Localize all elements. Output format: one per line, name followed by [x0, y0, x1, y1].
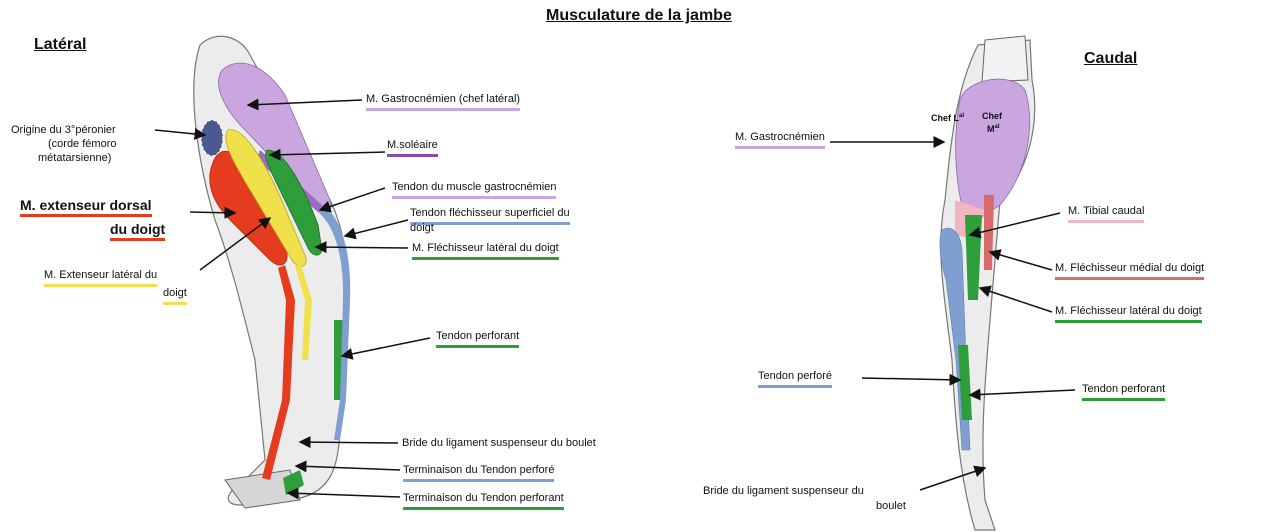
- lateral-leg: [193, 35, 351, 509]
- femur-stump: [981, 35, 1029, 83]
- label-tibial-caudal: M. Tibial caudal: [1068, 205, 1145, 223]
- caudal-pointer-lines: [830, 136, 1076, 491]
- label-check-ligament-lateral: Bride du ligament suspenseur du boulet: [402, 437, 596, 449]
- label-medial-head: Chef: [982, 111, 1002, 121]
- lateral-pointer-lines: [154, 98, 431, 500]
- label-origin-peroneus-line2: (corde fémoro: [48, 138, 117, 150]
- label-extensor-dorsal-line1: M. extenseur dorsal: [20, 198, 152, 217]
- label-medial-head-line2: Mal: [987, 124, 1000, 134]
- label-superficial-flexor-caudal: Tendon perforé: [758, 370, 832, 388]
- label-soleus: M.soléaire: [387, 139, 438, 157]
- label-superficial-flexor-termination: Terminaison du Tendon perforé: [403, 464, 555, 482]
- label-gastrocnemius-lateral: M. Gastrocnémien (chef latéral): [366, 93, 521, 111]
- label-superficial-flexor-line2: doigt: [410, 222, 434, 234]
- flexor-lateral-muscle: [265, 149, 323, 256]
- diagram-title: Musculature de la jambe: [546, 7, 732, 24]
- label-gastrocnemius-tendon: Tendon du muscle gastrocnémien: [392, 181, 557, 199]
- label-flexor-lateral-caudal: M. Fléchisseur latéral du doigt: [1055, 305, 1202, 323]
- caudal-leg: [939, 35, 1036, 531]
- label-flexor-medial: M. Fléchisseur médial du doigt: [1055, 262, 1205, 280]
- label-superficial-flexor-line1: Tendon fléchisseur superficiel du: [410, 207, 570, 225]
- label-extensor-lateral-line1: M. Extenseur latéral du: [44, 269, 158, 287]
- deep-flexor-tendon-caudal: [958, 345, 972, 420]
- extensor-lateral-tendon: [295, 262, 312, 360]
- label-check-ligament-caudal-line1: Bride du ligament suspenseur du: [703, 485, 864, 497]
- label-origin-peroneus-line1: Origine du 3°péronier: [11, 124, 116, 136]
- label-gastrocnemius-caudal: M. Gastrocnémien: [735, 131, 825, 149]
- caudal-view-heading: Caudal: [1084, 50, 1138, 67]
- lateral-view-heading: Latéral: [34, 36, 87, 53]
- peroneus-tertius-origin: [200, 119, 224, 157]
- extensor-dorsal-tendon: [262, 265, 295, 480]
- extensor-lateral-muscle: [225, 129, 307, 267]
- label-deep-flexor-tendon-lateral: Tendon perforant: [436, 330, 520, 348]
- label-extensor-lateral-line2: doigt: [163, 287, 187, 305]
- label-extensor-dorsal-line2: du doigt: [110, 222, 166, 241]
- label-origin-peroneus-line3: métatarsienne): [38, 152, 112, 164]
- label-deep-flexor-tendon-caudal: Tendon perforant: [1082, 383, 1166, 401]
- label-lateral-head: Chef Lal: [931, 113, 965, 123]
- gastrocnemius-caudal-muscle: [955, 78, 1031, 226]
- superficial-flexor-tendon-lateral: [318, 205, 351, 440]
- label-flexor-lateral: M. Fléchisseur latéral du doigt: [412, 242, 559, 260]
- label-check-ligament-caudal-line2: boulet: [876, 500, 906, 512]
- label-deep-flexor-termination: Terminaison du Tendon perforant: [403, 492, 564, 510]
